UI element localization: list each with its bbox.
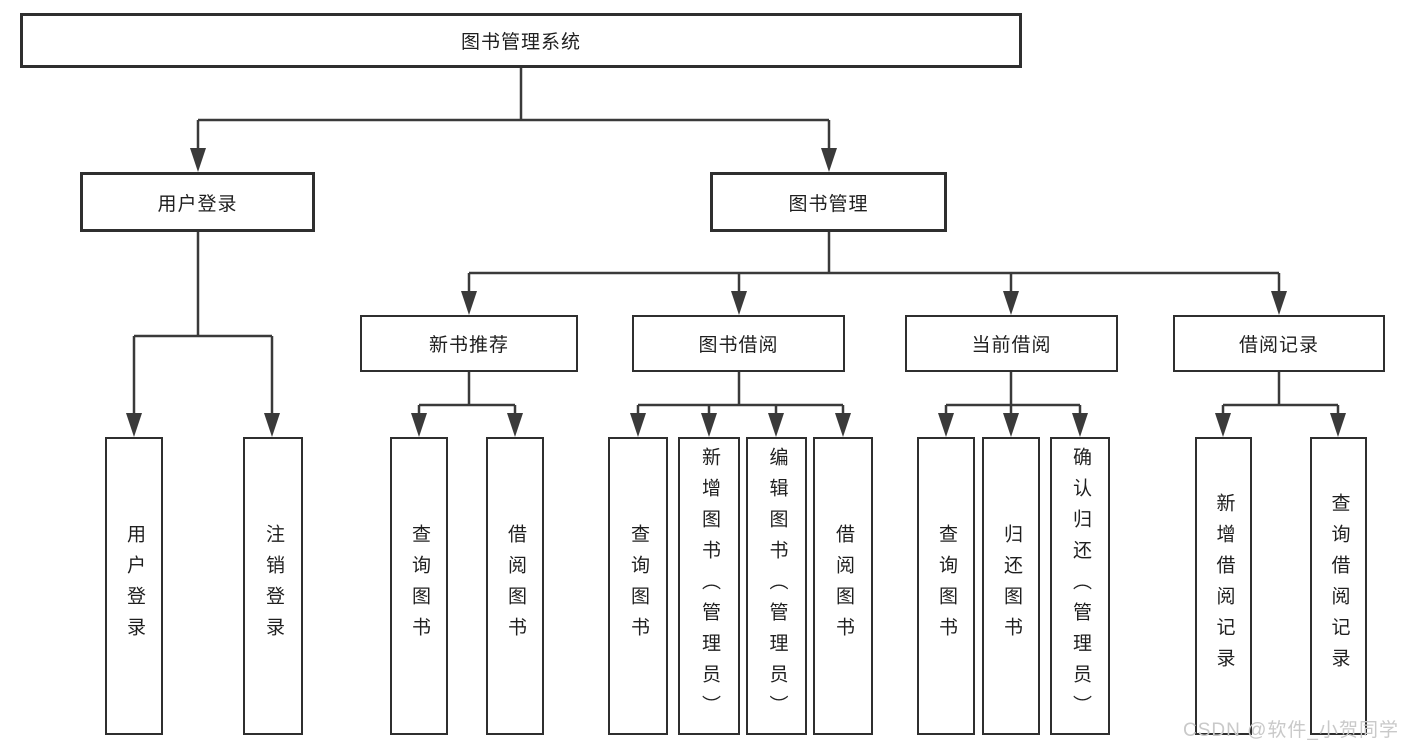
node-user-login-branch: 用户登录 <box>80 172 315 232</box>
leaf-label: 查询图书 <box>935 524 957 648</box>
csdn-watermark: CSDN @软件_小贺同学 <box>1183 720 1399 741</box>
leaf-label: 注销登录 <box>262 524 284 648</box>
node-leaf-edit-book-admin: 编辑图书（管理员） <box>746 437 807 735</box>
leaf-label: 新增借阅记录 <box>1213 493 1235 679</box>
node-leaf-query-books-2: 查询图书 <box>608 437 668 735</box>
node-new-book-recommend: 新书推荐 <box>360 315 578 372</box>
leaf-label: 借阅图书 <box>832 524 854 648</box>
node-leaf-confirm-return-admin: 确认归还（管理员） <box>1050 437 1110 735</box>
leaf-label: 用户登录 <box>123 524 145 648</box>
node-leaf-user-login: 用户登录 <box>105 437 163 735</box>
node-book-management-branch: 图书管理 <box>710 172 947 232</box>
node-book-borrowing: 图书借阅 <box>632 315 845 372</box>
leaf-label: 查询借阅记录 <box>1328 493 1350 679</box>
node-borrow-records: 借阅记录 <box>1173 315 1385 372</box>
leaf-label: 查询图书 <box>627 524 649 648</box>
leaf-label: 查询图书 <box>408 524 430 648</box>
node-current-borrowing: 当前借阅 <box>905 315 1118 372</box>
node-leaf-add-borrow-record: 新增借阅记录 <box>1195 437 1252 735</box>
leaf-label: 确认归还（管理员） <box>1069 446 1091 726</box>
node-leaf-query-books-3: 查询图书 <box>917 437 975 735</box>
leaf-label: 借阅图书 <box>504 524 526 648</box>
node-leaf-return-book: 归还图书 <box>982 437 1040 735</box>
node-leaf-query-borrow-record: 查询借阅记录 <box>1310 437 1367 735</box>
leaf-label: 新增图书（管理员） <box>698 446 720 726</box>
node-leaf-logout: 注销登录 <box>243 437 303 735</box>
arrowheads <box>126 148 1346 437</box>
node-root-system: 图书管理系统 <box>20 13 1022 68</box>
node-leaf-borrow-books-1: 借阅图书 <box>486 437 544 735</box>
leaf-label: 归还图书 <box>1000 524 1022 648</box>
node-leaf-borrow-books-2: 借阅图书 <box>813 437 873 735</box>
node-leaf-query-books-1: 查询图书 <box>390 437 448 735</box>
leaf-label: 编辑图书（管理员） <box>766 446 788 726</box>
node-leaf-add-book-admin: 新增图书（管理员） <box>678 437 740 735</box>
